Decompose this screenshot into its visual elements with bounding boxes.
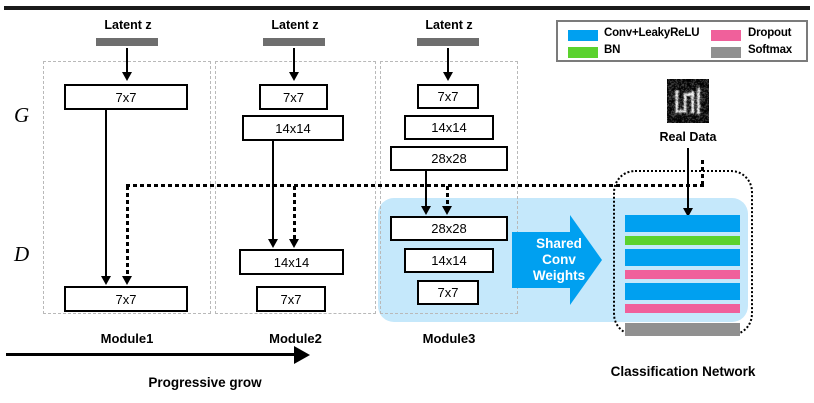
module2-d-box-0: 14x14 [239, 249, 344, 275]
module2-d-box-1: 7x7 [256, 286, 326, 312]
module2-g-box-1: 14x14 [242, 115, 344, 141]
module1-realdata-dotted-head [122, 276, 132, 285]
latent-bar-1 [96, 38, 158, 46]
latent-arrow-head-1 [122, 72, 132, 81]
module-title-3: Module3 [380, 331, 518, 346]
module3-g-box-2: 28x28 [390, 146, 508, 171]
latent-bar-3 [417, 38, 479, 46]
module3-g-box-0: 7x7 [417, 84, 479, 109]
module-title-1: Module1 [43, 331, 211, 346]
classification-network-title: Classification Network [603, 364, 763, 379]
legend-swatch-bn [568, 47, 598, 58]
shared-arrow-line-0: Shared [526, 236, 592, 252]
legend-label-dropout: Dropout [748, 27, 791, 39]
classifier-layer-2 [625, 249, 740, 266]
module2-realdata-dotted-line [293, 186, 296, 242]
progressive-grow-arrow-head [294, 346, 310, 364]
shared-arrow-line-1: Conv [526, 252, 592, 268]
classifier-layer-6 [625, 323, 740, 336]
legend-swatch-softmax [711, 47, 741, 58]
module2-g-to-d-head [268, 239, 278, 248]
module3-g-to-d-line [425, 171, 427, 209]
shared-arrow-text: Shared Conv Weights [526, 236, 592, 284]
shared-conv-weights-arrow: Shared Conv Weights [512, 215, 606, 305]
legend-label-softmax: Softmax [748, 44, 792, 56]
module3-d-box-0: 28x28 [390, 216, 508, 241]
latent-label-2: Latent z [254, 18, 336, 32]
latent-arrow-line-3 [447, 48, 449, 74]
module1-realdata-dotted-line [126, 186, 129, 279]
classifier-layer-5 [625, 304, 740, 313]
module3-d-box-1: 14x14 [404, 248, 494, 273]
latent-arrow-line-2 [293, 48, 295, 74]
legend-swatch-dropout [711, 30, 741, 41]
module1-g-to-d-head [101, 276, 111, 285]
shared-arrow-line-2: Weights [526, 268, 592, 284]
module-title-2: Module2 [215, 331, 376, 346]
real-data-image [667, 79, 709, 123]
real-data-label: Real Data [648, 130, 728, 144]
row-label-generator: G [14, 103, 29, 128]
module3-d-box-2: 7x7 [417, 280, 479, 305]
classifier-layer-1 [625, 236, 740, 245]
classifier-layer-3 [625, 270, 740, 279]
module2-g-to-d-line [272, 141, 274, 242]
row-label-discriminator: D [14, 242, 29, 267]
legend-swatch-conv [568, 30, 598, 41]
legend-box: Conv+LeakyReLU Dropout BN Softmax [556, 20, 808, 62]
module2-realdata-dotted-head [289, 239, 299, 248]
module3-realdata-dotted-head [442, 206, 452, 215]
legend-label-bn: BN [604, 44, 620, 56]
latent-bar-2 [263, 38, 325, 46]
latent-arrow-head-2 [289, 72, 299, 81]
progressive-grow-label: Progressive grow [90, 375, 320, 390]
legend-label-conv: Conv+LeakyReLU [604, 27, 699, 39]
latent-label-3: Latent z [408, 18, 490, 32]
classifier-layer-4 [625, 283, 740, 300]
latent-label-1: Latent z [87, 18, 169, 32]
module2-g-box-0: 7x7 [259, 84, 328, 110]
real-data-input-arrow-line [687, 148, 689, 211]
module3-g-box-1: 14x14 [404, 115, 494, 140]
module1-g-to-d-line [105, 110, 107, 279]
module3-g-to-d-head [421, 206, 431, 215]
top-divider-rule [4, 6, 810, 10]
latent-arrow-line-1 [126, 48, 128, 74]
latent-arrow-head-3 [443, 72, 453, 81]
module1-d-box-0: 7x7 [64, 286, 188, 312]
module1-g-box-0: 7x7 [64, 84, 188, 110]
classifier-layer-0 [625, 215, 740, 232]
progressive-grow-arrow-line [6, 353, 296, 356]
